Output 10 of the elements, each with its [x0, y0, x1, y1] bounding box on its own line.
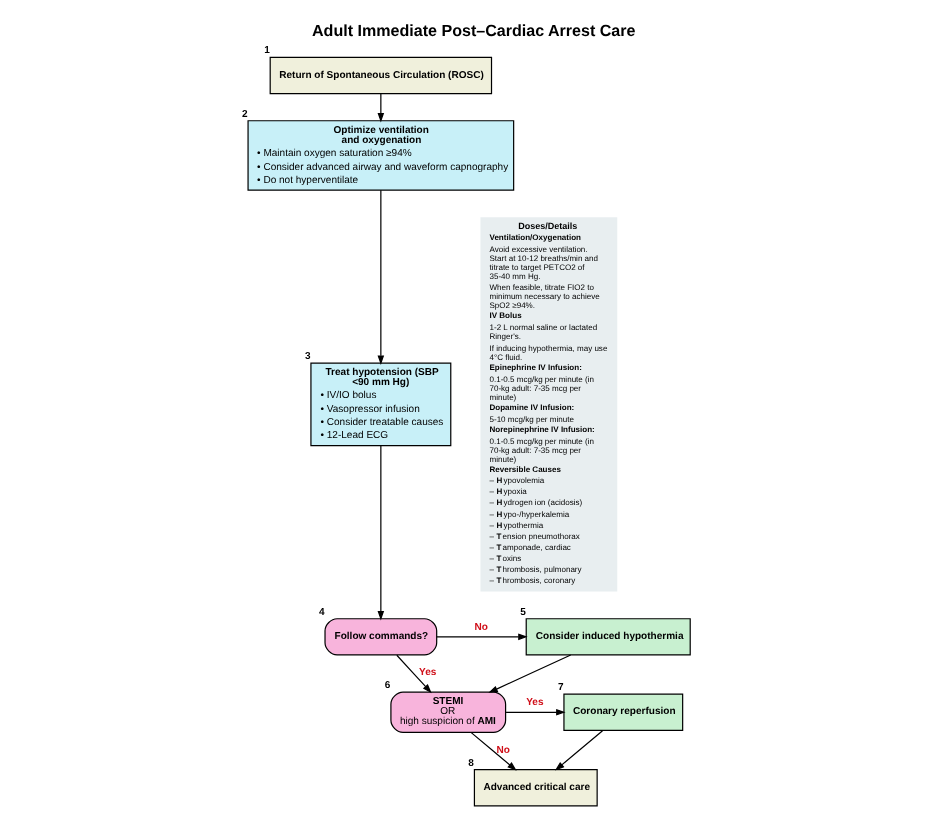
arrow — [377, 93, 385, 123]
arrow — [505, 708, 566, 716]
arrow — [554, 730, 604, 771]
diagram-title: Adult Immediate Post–Cardiac Arrest Care — [312, 22, 636, 41]
arrow — [377, 445, 385, 621]
arrow — [488, 654, 572, 693]
arrow — [436, 633, 528, 641]
arrow — [396, 654, 432, 694]
arrow — [377, 189, 385, 365]
arrow — [470, 732, 517, 771]
